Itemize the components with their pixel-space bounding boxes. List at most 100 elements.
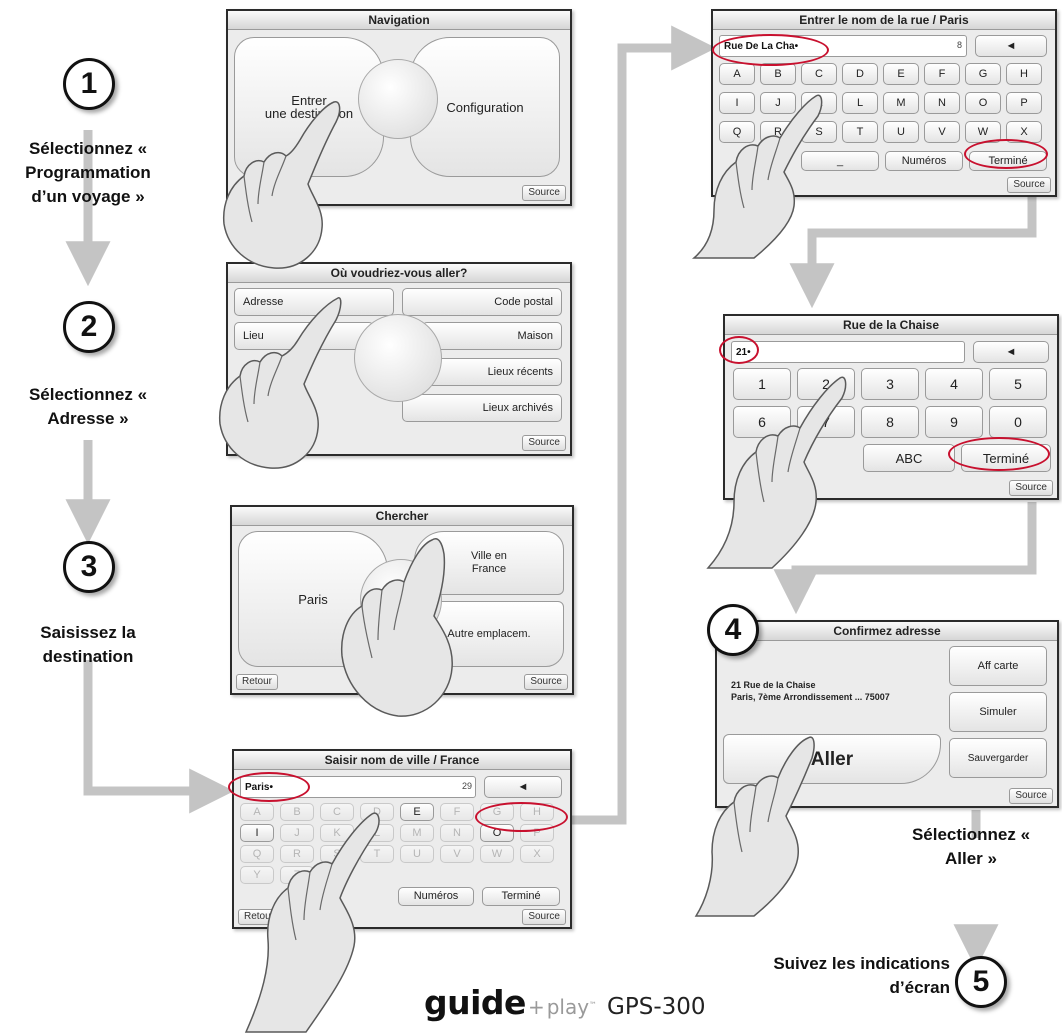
address-line-1: 21 Rue de la Chaise [731,680,816,690]
key-city-1-4[interactable]: M [400,824,434,842]
arrow-street-to-number [789,195,1037,309]
configuration-button[interactable]: Configuration [410,37,560,177]
key-city-0-0[interactable]: A [240,803,274,821]
screen-title: Où voudriez-vous aller? [228,264,570,283]
step-5-label: Suivez les indications d’écran [773,954,950,997]
done-button[interactable]: Terminé [482,887,560,906]
hand-pointer-6 [706,376,847,569]
key-street-0-3[interactable]: D [842,63,878,85]
source-button[interactable]: Source [1007,177,1051,193]
key-city-1-1[interactable]: J [280,824,314,842]
key-street-1-5[interactable]: N [924,92,960,114]
key-street-2-4[interactable]: U [883,121,919,143]
key-city-2-0[interactable]: Q [240,845,274,863]
key-street-0-5[interactable]: F [924,63,960,85]
postal-code-button[interactable]: Code postal [402,288,562,316]
key-street-0-6[interactable]: G [965,63,1001,85]
abc-button[interactable]: ABC [863,444,955,472]
show-map-button[interactable]: Aff carte [949,646,1047,686]
source-button[interactable]: Source [522,909,566,925]
brand-plus: + [527,995,545,1019]
key-street-2-5[interactable]: V [924,121,960,143]
key-street-2-3[interactable]: T [842,121,878,143]
key-street-1-0[interactable]: I [719,92,755,114]
backspace-button[interactable]: ◄ [484,776,562,798]
home-button[interactable]: Maison [422,322,562,350]
recent-places-button[interactable]: Lieux récents [422,358,562,386]
source-button[interactable]: Source [1009,788,1053,804]
hand-pointer-7 [694,736,815,917]
brand-guide: guide [424,983,526,1022]
highlight-city-done [475,802,568,832]
arrow-number-to-confirm [773,502,1037,615]
key-street-0-1[interactable]: B [760,63,796,85]
key-street-2-7[interactable]: X [1006,121,1042,143]
key-num-1-4[interactable]: 0 [989,406,1047,438]
numbers-button[interactable]: Numéros [885,151,963,171]
save-button[interactable]: Sauvergarder [949,738,1047,778]
space-button[interactable]: _ [801,151,879,171]
key-street-1-6[interactable]: O [965,92,1001,114]
brand-play: play [546,995,590,1019]
key-city-0-1[interactable]: B [280,803,314,821]
key-num-0-4[interactable]: 5 [989,368,1047,400]
screen-title: Chercher [232,507,572,526]
key-street-1-1[interactable]: J [760,92,796,114]
arrow-city-to-street [565,25,717,825]
key-num-1-2[interactable]: 8 [861,406,919,438]
key-city-1-5[interactable]: N [440,824,474,842]
back-button[interactable]: Retour [236,674,279,690]
key-street-1-7[interactable]: P [1006,92,1042,114]
result-count: 29 [462,781,473,791]
key-num-0-3[interactable]: 4 [925,368,983,400]
key-street-0-0[interactable]: A [719,63,755,85]
step-3-label: Saisissez la destination [40,623,136,666]
key-city-2-7[interactable]: X [520,845,554,863]
step-4-label: Sélectionnez « Aller » [911,825,1031,868]
simulate-button[interactable]: Simuler [949,692,1047,732]
key-num-0-2[interactable]: 3 [861,368,919,400]
go-button[interactable]: Aller [723,734,941,784]
source-button[interactable]: Source [522,435,566,451]
step-2-circle: 2 [63,301,115,353]
key-street-1-3[interactable]: L [842,92,878,114]
screen-title: Saisir nom de ville / France [234,751,570,770]
key-num-1-3[interactable]: 9 [925,406,983,438]
hand-pointer-5 [691,94,823,259]
key-street-0-4[interactable]: E [883,63,919,85]
highlight-street-input [712,34,829,66]
hand-pointer-2 [218,297,342,469]
source-button[interactable]: Source [522,185,566,201]
number-input[interactable]: 21• [731,341,965,363]
key-street-0-2[interactable]: C [801,63,837,85]
key-street-2-0[interactable]: Q [719,121,755,143]
key-city-0-4[interactable]: E [400,803,434,821]
hand-pointer-1 [222,101,341,269]
key-city-2-3[interactable]: T [360,845,394,863]
backspace-button[interactable]: ◄ [975,35,1047,57]
key-city-2-1[interactable]: R [280,845,314,863]
source-button[interactable]: Source [1009,480,1053,496]
source-button[interactable]: Source [524,674,568,690]
key-city-3-0[interactable]: Y [240,866,274,884]
address-button[interactable]: Adresse [234,288,394,316]
saved-places-button[interactable]: Lieux archivés [402,394,562,422]
key-city-1-0[interactable]: I [240,824,274,842]
brand-model: GPS-300 [607,994,706,1020]
key-city-2-6[interactable]: W [480,845,514,863]
arrow-step3-to-city [83,660,235,814]
center-disc [354,314,442,402]
key-city-2-5[interactable]: V [440,845,474,863]
key-city-0-2[interactable]: C [320,803,354,821]
key-street-1-4[interactable]: M [883,92,919,114]
key-street-0-7[interactable]: H [1006,63,1042,85]
step-1-circle: 1 [63,58,115,110]
center-disc [358,59,438,139]
numbers-button[interactable]: Numéros [398,887,474,906]
backspace-button[interactable]: ◄ [973,341,1049,363]
key-num-0-0[interactable]: 1 [733,368,791,400]
key-city-0-5[interactable]: F [440,803,474,821]
key-city-2-4[interactable]: U [400,845,434,863]
